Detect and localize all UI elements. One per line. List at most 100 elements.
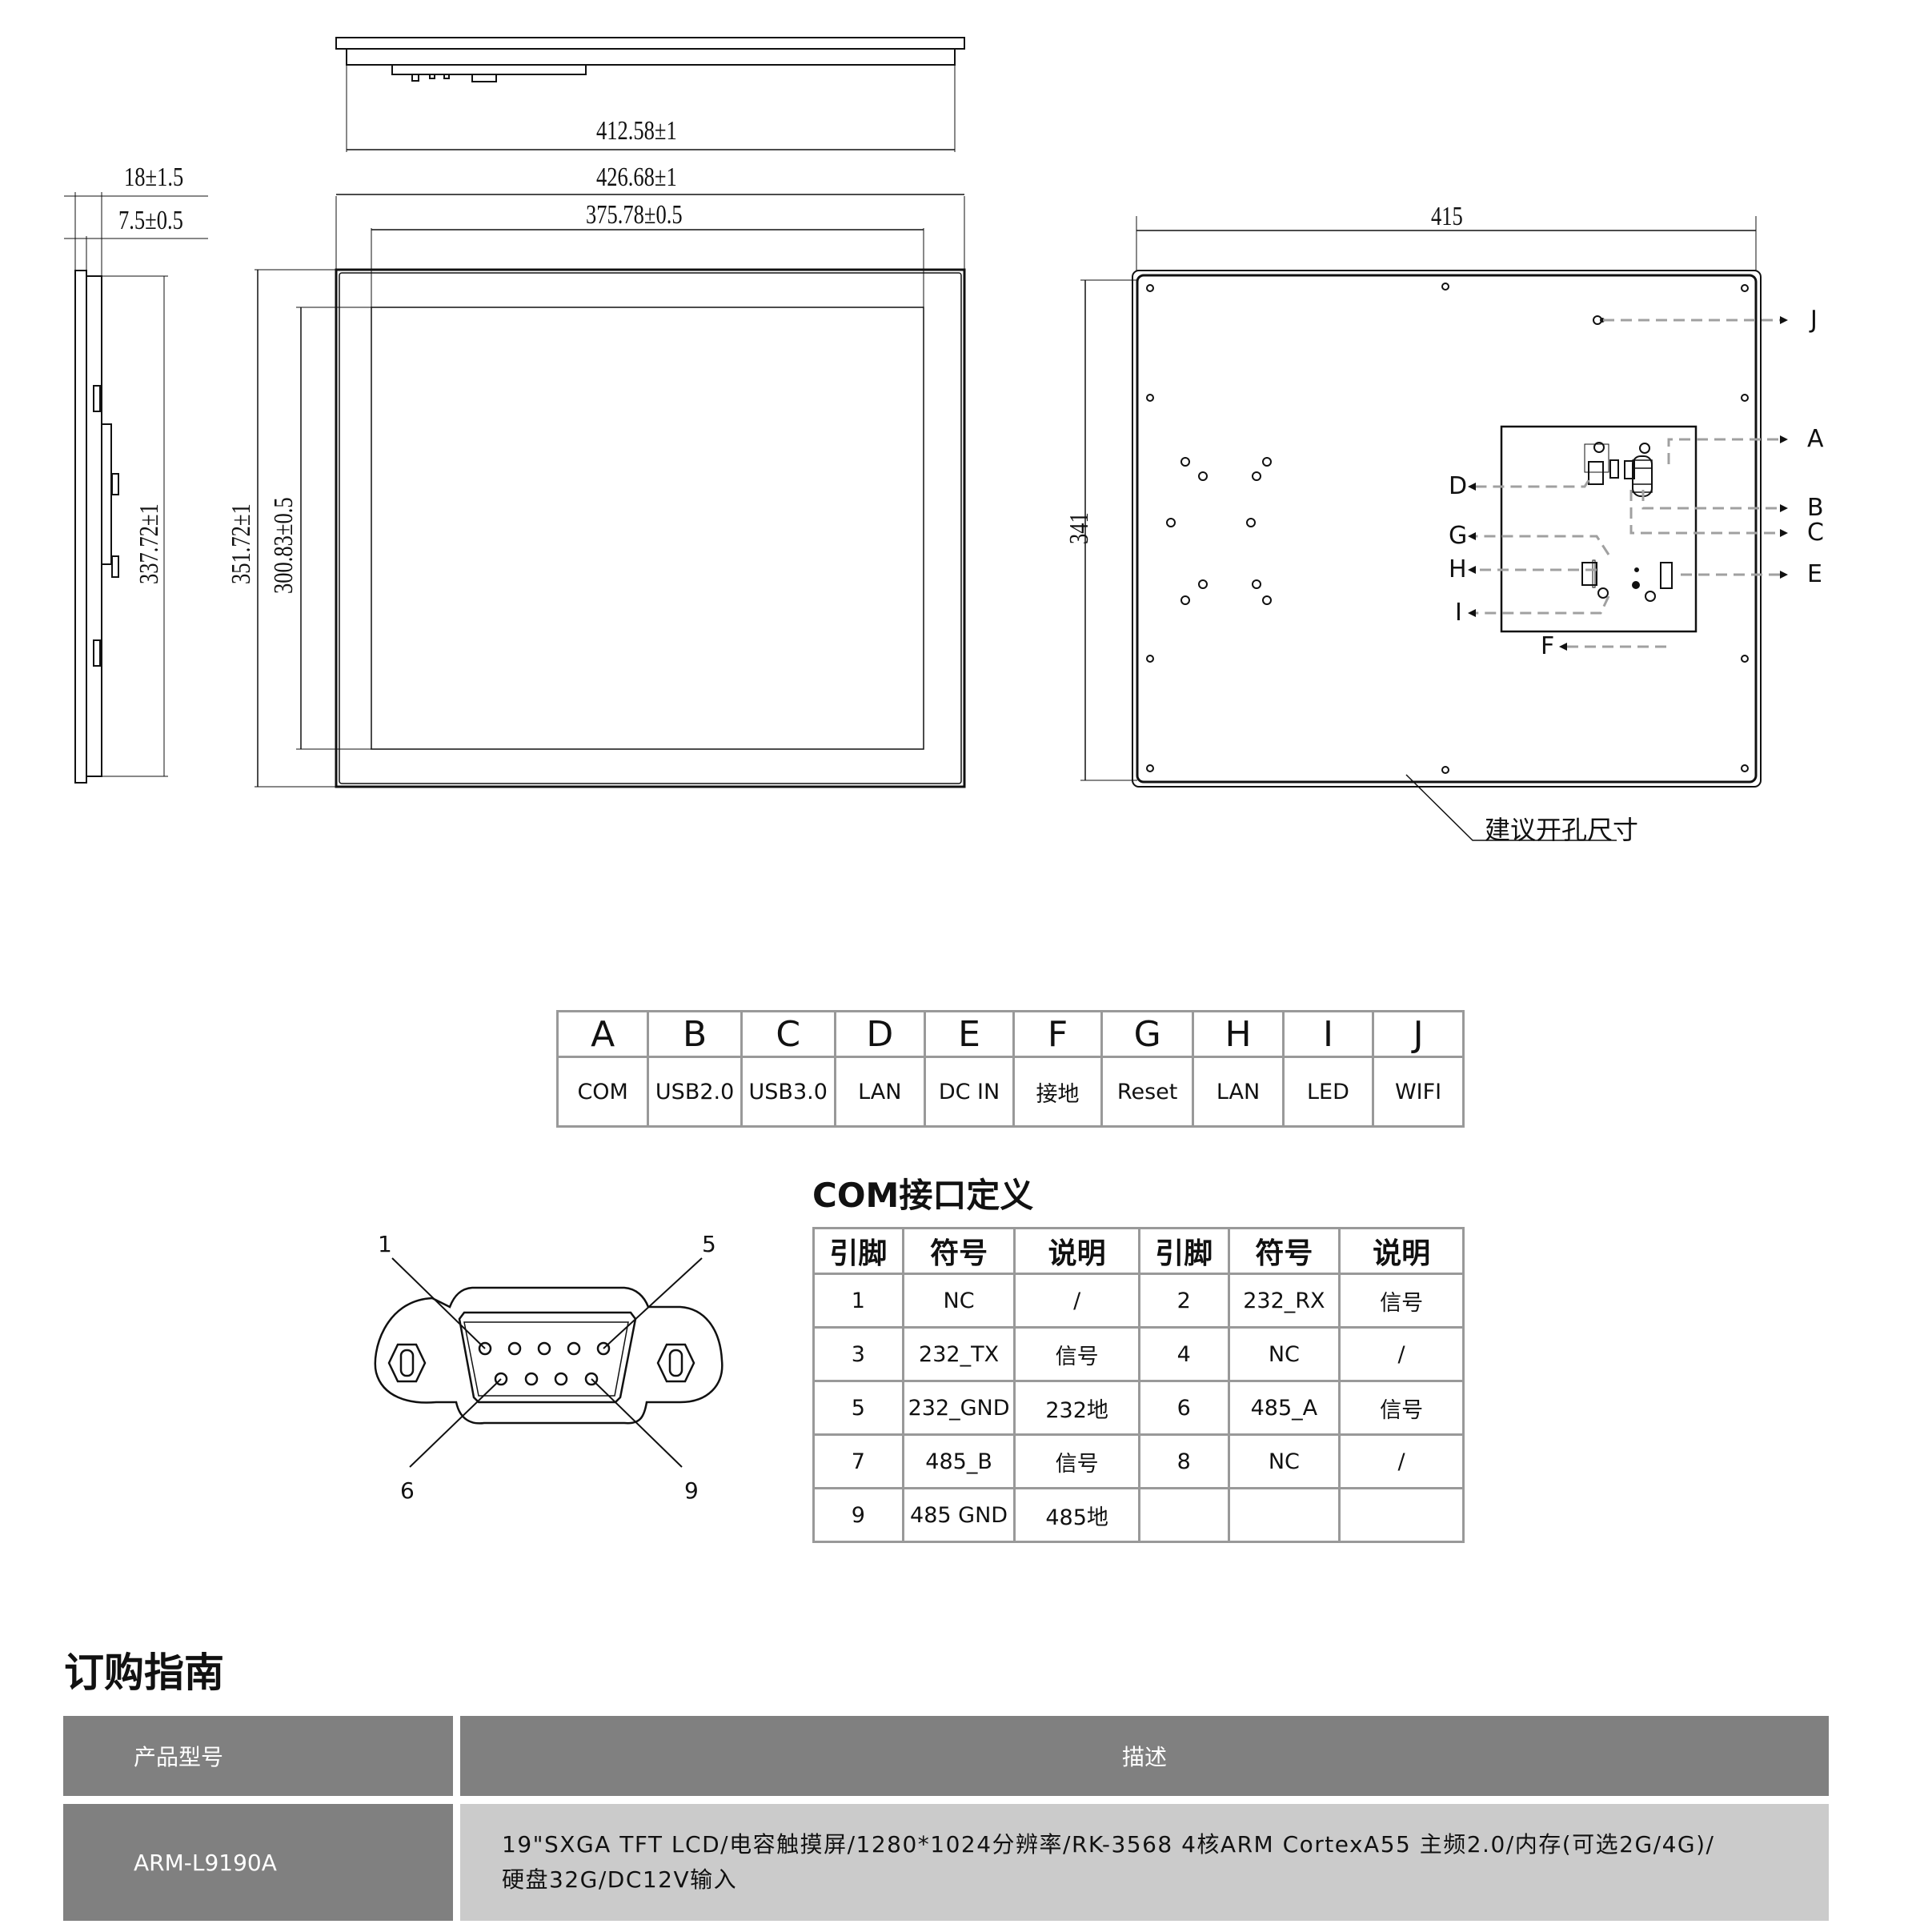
pin-label-1: 1 xyxy=(378,1231,392,1257)
screen-width-dimension: 375.78±0.5 xyxy=(586,200,683,230)
ports-name-row: COM USB2.0 USB3.0 LAN DC IN 接地 Reset LAN… xyxy=(555,1056,1465,1128)
port-name: Reset xyxy=(1100,1056,1195,1128)
callout-d: D xyxy=(1449,472,1468,500)
cell: 232地 xyxy=(1013,1380,1140,1436)
ports-table: A B C D E F G H I J COM USB2.0 USB3.0 LA… xyxy=(555,1010,1465,1128)
port-name: WIFI xyxy=(1372,1056,1465,1128)
port-name: DC IN xyxy=(923,1056,1016,1128)
port-letter: F xyxy=(1012,1010,1103,1058)
port-name: 接地 xyxy=(1012,1056,1103,1128)
cell: 4 xyxy=(1137,1326,1230,1382)
cell xyxy=(1227,1487,1341,1543)
cutout-width-dimension: 415 xyxy=(1431,202,1463,231)
pin-label-9: 9 xyxy=(684,1477,699,1504)
cell: 信号 xyxy=(1338,1380,1465,1436)
top-width-dimension: 412.58±1 xyxy=(596,116,677,146)
callout-e: E xyxy=(1807,560,1822,588)
port-name: COM xyxy=(555,1056,650,1128)
ordering-row-description: 19"SXGA TFT LCD/电容触摸屏/1280*1024分辨率/RK-35… xyxy=(460,1804,1829,1921)
com-header-row: 引脚 符号 说明 引脚 符号 说明 xyxy=(812,1227,1465,1275)
port-name: USB2.0 xyxy=(647,1056,743,1128)
cell: 232_GND xyxy=(901,1380,1016,1436)
cell: / xyxy=(1013,1273,1140,1329)
cell: 信号 xyxy=(1338,1273,1465,1329)
db9-connector-drawing xyxy=(374,1257,724,1468)
cutout-height-dimension: 341 xyxy=(1064,512,1094,544)
callout-c: C xyxy=(1807,519,1824,547)
description-line-1: 19"SXGA TFT LCD/电容触摸屏/1280*1024分辨率/RK-35… xyxy=(502,1831,1715,1858)
ordering-header-model-label: 产品型号 xyxy=(134,1744,224,1770)
col-header-symbol: 符号 xyxy=(1227,1227,1341,1275)
cell xyxy=(1137,1487,1230,1543)
col-header-pin: 引脚 xyxy=(812,1227,904,1275)
port-letter: B xyxy=(647,1010,743,1058)
port-name: USB3.0 xyxy=(740,1056,836,1128)
cell: 7 xyxy=(812,1433,904,1489)
com-title: COM接口定义 xyxy=(812,1176,1034,1215)
front-view xyxy=(255,194,966,788)
back-view xyxy=(1080,216,1788,841)
ordering-header-description-label: 描述 xyxy=(1121,1744,1167,1770)
pin-label-5: 5 xyxy=(702,1231,716,1257)
cell: 3 xyxy=(812,1326,904,1382)
outer-width-dimension: 426.68±1 xyxy=(596,162,677,192)
cell: 485地 xyxy=(1013,1487,1140,1543)
callout-h: H xyxy=(1449,555,1467,583)
port-letter: E xyxy=(923,1010,1016,1058)
cell: 232_RX xyxy=(1227,1273,1341,1329)
ordering-title: 订购指南 xyxy=(64,1649,224,1696)
cell: 485_A xyxy=(1227,1380,1341,1436)
port-letter: A xyxy=(555,1010,650,1058)
port-letter: H xyxy=(1192,1010,1285,1058)
callout-b: B xyxy=(1807,494,1824,522)
depth-total-dimension: 18±1.5 xyxy=(124,162,184,192)
screen-height-dimension: 300.83±0.5 xyxy=(269,497,299,594)
port-name: LAN xyxy=(1192,1056,1285,1128)
cell: 信号 xyxy=(1013,1433,1140,1489)
cell xyxy=(1338,1487,1465,1543)
col-header-desc: 说明 xyxy=(1338,1227,1465,1275)
callout-f: F xyxy=(1541,632,1555,660)
port-letter: J xyxy=(1372,1010,1465,1058)
cell: 485_B xyxy=(901,1433,1016,1489)
cell: 485 GND xyxy=(901,1487,1016,1543)
cell: / xyxy=(1338,1326,1465,1382)
ports-letter-row: A B C D E F G H I J xyxy=(555,1010,1465,1058)
port-letter: G xyxy=(1100,1010,1195,1058)
cell: 2 xyxy=(1137,1273,1230,1329)
top-view xyxy=(335,37,965,152)
port-letter: D xyxy=(833,1010,926,1058)
outer-height-dimension: 351.72±1 xyxy=(226,503,256,584)
port-letter: C xyxy=(740,1010,836,1058)
port-name: LED xyxy=(1281,1056,1375,1128)
callout-j: J xyxy=(1810,306,1818,334)
callout-g: G xyxy=(1449,522,1468,550)
description-line-2: 硬盘32G/DC12V输入 xyxy=(502,1866,738,1893)
cell: 9 xyxy=(812,1487,904,1543)
depth-front-dimension: 7.5±0.5 xyxy=(118,206,183,235)
cutout-note: 建议开孔尺寸 xyxy=(1485,815,1639,845)
cell: 8 xyxy=(1137,1433,1230,1489)
side-height-dimension: 337.72±1 xyxy=(134,503,164,584)
ordering-header-description: 描述 xyxy=(460,1716,1829,1796)
port-letter: I xyxy=(1281,1010,1375,1058)
callout-i: I xyxy=(1455,599,1462,627)
callout-a: A xyxy=(1807,425,1824,453)
cell: NC xyxy=(1227,1326,1341,1382)
col-header-desc: 说明 xyxy=(1013,1227,1140,1275)
cell: 232_TX xyxy=(901,1326,1016,1382)
cell: NC xyxy=(1227,1433,1341,1489)
cell: / xyxy=(1338,1433,1465,1489)
side-view xyxy=(64,192,208,784)
cell: 1 xyxy=(812,1273,904,1329)
model-value: ARM-L9190A xyxy=(134,1849,277,1876)
cell: NC xyxy=(901,1273,1016,1329)
port-name: LAN xyxy=(833,1056,926,1128)
pin-label-6: 6 xyxy=(400,1477,415,1504)
cell: 5 xyxy=(812,1380,904,1436)
